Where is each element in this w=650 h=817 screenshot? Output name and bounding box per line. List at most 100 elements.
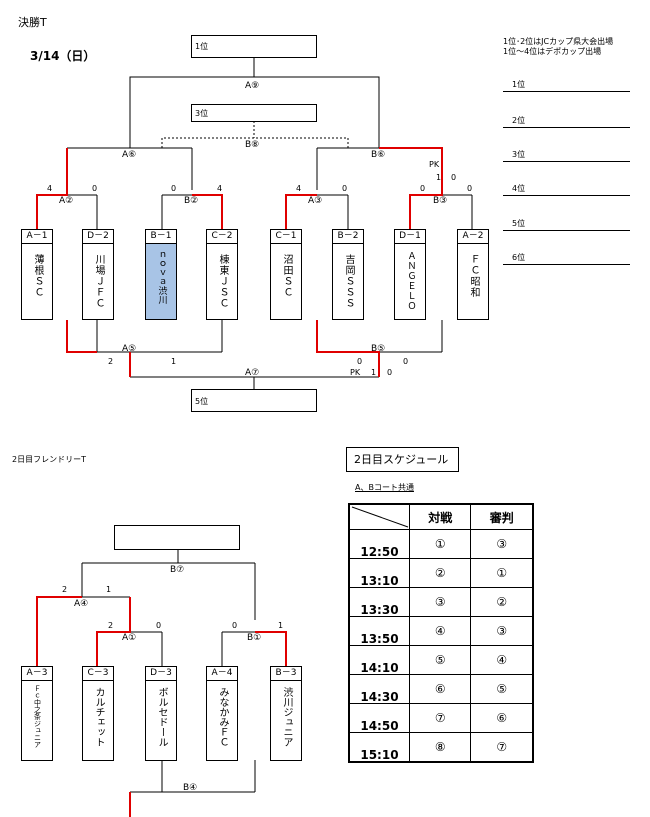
time-cell: 13:50 xyxy=(348,616,410,646)
team-card: B－3 渋川ジュニア xyxy=(270,666,302,761)
bracket-title: 決勝T xyxy=(18,16,47,29)
ref-cell: ③ xyxy=(470,529,534,559)
team-name: ボルセドール xyxy=(156,687,167,747)
ref-cell: ⑥ xyxy=(470,703,534,733)
rank-6-label: 6位 xyxy=(512,253,526,262)
pk-bottom-left: 1 xyxy=(371,368,377,377)
score-b5-left: 0 xyxy=(357,357,363,366)
rank-1-label: 1位 xyxy=(512,80,526,89)
match-cell: ② xyxy=(408,558,472,588)
rank-4-label: 4位 xyxy=(512,184,526,193)
score-a5-left: 2 xyxy=(108,357,114,366)
match-a5: A⑤ xyxy=(122,344,137,354)
team-name: ｎｏｖａ渋川 xyxy=(156,250,167,304)
rank-2-line xyxy=(503,127,630,128)
first-place-box: 1位 xyxy=(191,35,317,58)
time-cell: 13:30 xyxy=(348,587,410,617)
match-cell: ⑤ xyxy=(408,645,472,675)
match-b8: B⑧ xyxy=(245,140,260,150)
team-code: C－1 xyxy=(271,230,301,244)
score-b1-left: 0 xyxy=(232,621,238,630)
third-place-label: 3位 xyxy=(195,109,209,118)
score-a1-left: 2 xyxy=(108,621,114,630)
team-name: 川場ＪＦＣ xyxy=(93,254,104,309)
team-card: C－1 沼田ＳＣ xyxy=(270,229,302,320)
team-card: A－2 ＦＣ昭和 xyxy=(457,229,489,320)
team-code: B－2 xyxy=(333,230,363,244)
table-row: 14:10 ⑤ ④ xyxy=(348,645,534,675)
score-a5-right: 1 xyxy=(171,357,177,366)
match-cell: ⑧ xyxy=(408,732,472,763)
fifth-place-label: 5位 xyxy=(195,397,209,406)
team-card: D－1 ＡＮＧＥＬＯ xyxy=(394,229,426,320)
match-b1: B① xyxy=(247,633,262,643)
date-label: 3/14（日） xyxy=(30,49,96,63)
match-b7: B⑦ xyxy=(170,565,185,575)
ref-cell: ④ xyxy=(470,645,534,675)
friendly-result-box xyxy=(114,525,240,550)
table-row: 13:30 ③ ② xyxy=(348,587,534,617)
score-a2-left: 4 xyxy=(47,184,53,193)
fifth-place-box: 5位 xyxy=(191,389,317,412)
score-a3-left: 4 xyxy=(296,184,302,193)
first-place-label: 1位 xyxy=(195,42,209,51)
team-card: B－2 吉岡ＳＳＳ xyxy=(332,229,364,320)
pk-bottom-right: 0 xyxy=(387,368,393,377)
score-b5-right: 0 xyxy=(403,357,409,366)
team-code: D－3 xyxy=(146,667,176,681)
match-a3: A③ xyxy=(308,196,323,206)
table-row: 12:50 ① ③ xyxy=(348,529,534,559)
team-code: D－1 xyxy=(395,230,425,244)
team-card: D－2 川場ＪＦＣ xyxy=(82,229,114,320)
rank-3-label: 3位 xyxy=(512,150,526,159)
match-a9: A⑨ xyxy=(245,81,260,91)
match-cell: ① xyxy=(408,529,472,559)
schedule-title: 2日目スケジュール xyxy=(354,453,449,466)
team-card: D－3 ボルセドール xyxy=(145,666,177,761)
diagonal-line xyxy=(351,506,409,528)
match-a1: A① xyxy=(122,633,137,643)
time-cell: 14:50 xyxy=(348,703,410,733)
rank-1-line xyxy=(503,91,630,92)
time-cell: 14:30 xyxy=(348,674,410,704)
pk-label-bottom: PK xyxy=(350,368,361,377)
note-qualify-1: 1位･2位はJCカップ県大会出場 xyxy=(503,37,614,46)
match-b2: B② xyxy=(184,196,199,206)
match-cell: ⑥ xyxy=(408,674,472,704)
table-header-row: 対戦 審判 xyxy=(348,503,534,530)
team-code: C－2 xyxy=(207,230,237,244)
team-code: A－2 xyxy=(458,230,488,244)
match-cell: ③ xyxy=(408,587,472,617)
match-b3: B③ xyxy=(433,196,448,206)
pk-top-right: 0 xyxy=(451,173,457,182)
ref-cell: ① xyxy=(470,558,534,588)
score-a3-right: 0 xyxy=(342,184,348,193)
table-row: 13:10 ② ① xyxy=(348,558,534,588)
pk-top-left: 1 xyxy=(436,173,442,182)
team-card: C－3 カルチェット xyxy=(82,666,114,761)
time-cell: 15:10 xyxy=(348,732,410,763)
schedule-subtitle: A、Bコート共通 xyxy=(355,483,414,492)
score-a4-left: 2 xyxy=(62,585,68,594)
team-name: みなかみＦＣ xyxy=(217,687,228,747)
team-card: A－3 Ｆｃ中之条ジュニア xyxy=(21,666,53,761)
ref-cell: ⑦ xyxy=(470,732,534,763)
team-code: A－4 xyxy=(207,667,237,681)
match-b6: B⑥ xyxy=(371,150,386,160)
match-cell: ④ xyxy=(408,616,472,646)
ref-cell: ⑤ xyxy=(470,674,534,704)
table-row: 13:50 ④ ③ xyxy=(348,616,534,646)
time-cell: 14:10 xyxy=(348,645,410,675)
team-name: 吉岡ＳＳＳ xyxy=(343,254,354,309)
team-card: A－4 みなかみＦＣ xyxy=(206,666,238,761)
third-place-box: 3位 xyxy=(191,104,317,122)
note-qualify-2: 1位～4位はデポカップ出場 xyxy=(503,47,602,56)
score-a4-right: 1 xyxy=(106,585,112,594)
team-card: C－2 棟東ＪＳＣ xyxy=(206,229,238,320)
score-b2-left: 0 xyxy=(171,184,177,193)
match-a4: A④ xyxy=(74,599,89,609)
table-row: 14:30 ⑥ ⑤ xyxy=(348,674,534,704)
match-cell: ⑦ xyxy=(408,703,472,733)
